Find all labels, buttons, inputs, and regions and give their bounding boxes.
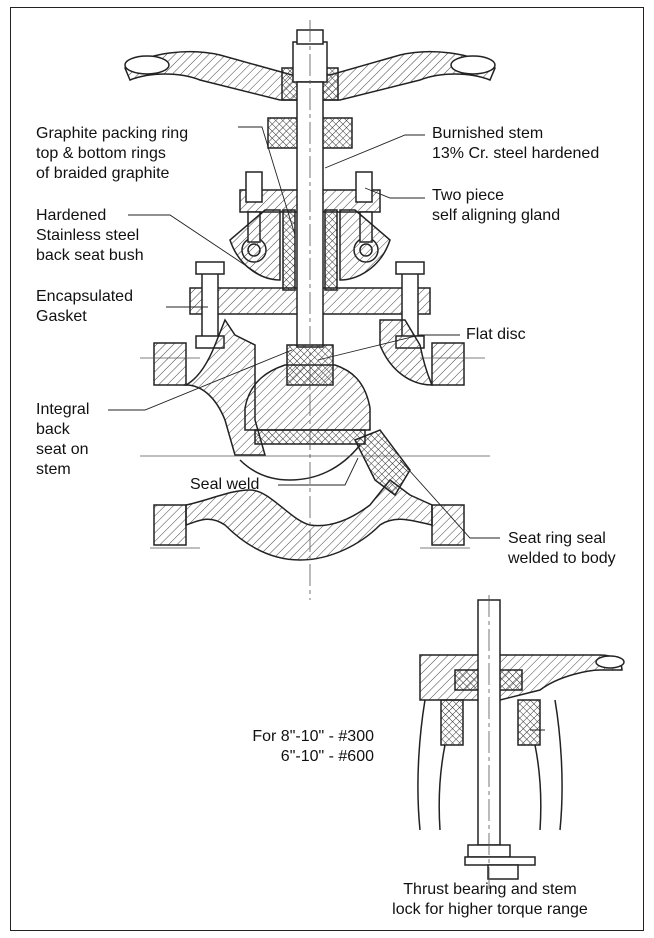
drawing-frame — [10, 7, 644, 931]
label-two-piece-gland: Two piece self aligning gland — [432, 187, 561, 224]
label-seal-weld: Seal weld — [190, 476, 260, 493]
label-thrust-bearing: Thrust bearing and stem lock for higher … — [392, 881, 588, 918]
label-integral-back-seat: Integral back seat on stem — [36, 401, 90, 478]
label-back-seat-bush: Hardened Stainless steel back seat bush — [36, 207, 144, 264]
yoke-and-gland — [229, 117, 391, 291]
thrust-bearing-detail — [417, 595, 625, 890]
label-encapsulated-gasket: Encapsulated Gasket — [36, 288, 133, 325]
leader-lines — [108, 126, 500, 539]
label-seat-ring: Seat ring seal welded to body — [508, 530, 616, 567]
label-burnished-stem: Burnished stem 13% Cr. steel hardened — [432, 125, 600, 162]
disc — [244, 364, 371, 445]
label-graphite-packing: Graphite packing ring top & bottom rings… — [36, 125, 189, 182]
label-size-range: For 8"-10" - #300 6"-10" - #600 — [252, 728, 374, 765]
label-flat-disc: Flat disc — [466, 326, 526, 343]
centerlines — [140, 20, 490, 600]
